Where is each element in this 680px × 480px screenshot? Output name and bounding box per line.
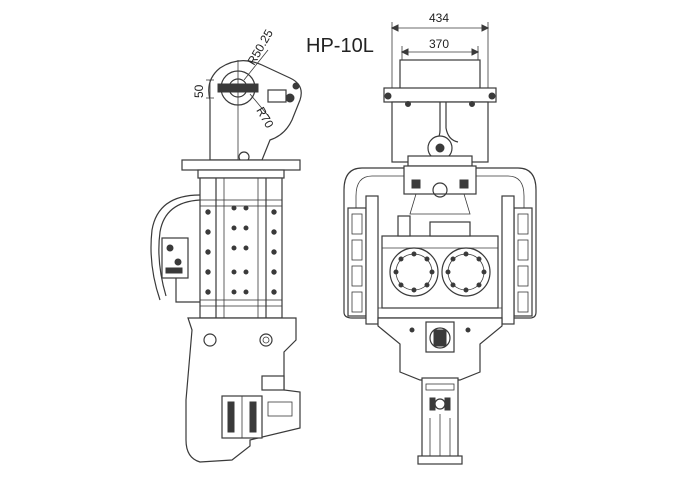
dimension-height-50: 50	[192, 84, 206, 98]
side-view	[150, 49, 302, 463]
front-dimensions	[390, 22, 490, 90]
lifting-lug	[208, 60, 302, 163]
clamp-jaw-side	[185, 317, 301, 463]
dimension-radius-small: R50.25	[244, 27, 276, 68]
top-plate	[181, 159, 301, 171]
left-bumper-stack	[347, 195, 379, 325]
bolt-pattern	[205, 205, 277, 295]
side-body	[199, 177, 283, 319]
dimension-inner-width: 370	[429, 37, 449, 51]
right-bumper-stack	[501, 195, 533, 325]
model-label: HP-10L	[306, 35, 374, 57]
dimension-overall-width: 434	[429, 11, 449, 25]
front-lower-body	[377, 317, 503, 381]
side-hydraulic-assembly	[150, 194, 201, 303]
top-bracket	[383, 59, 497, 167]
eccentric-weight-right	[441, 247, 491, 297]
eccentric-weight-left	[389, 247, 439, 297]
front-view	[343, 22, 537, 465]
side-dimensions	[206, 49, 271, 119]
clamp-jaw-front	[417, 377, 463, 465]
